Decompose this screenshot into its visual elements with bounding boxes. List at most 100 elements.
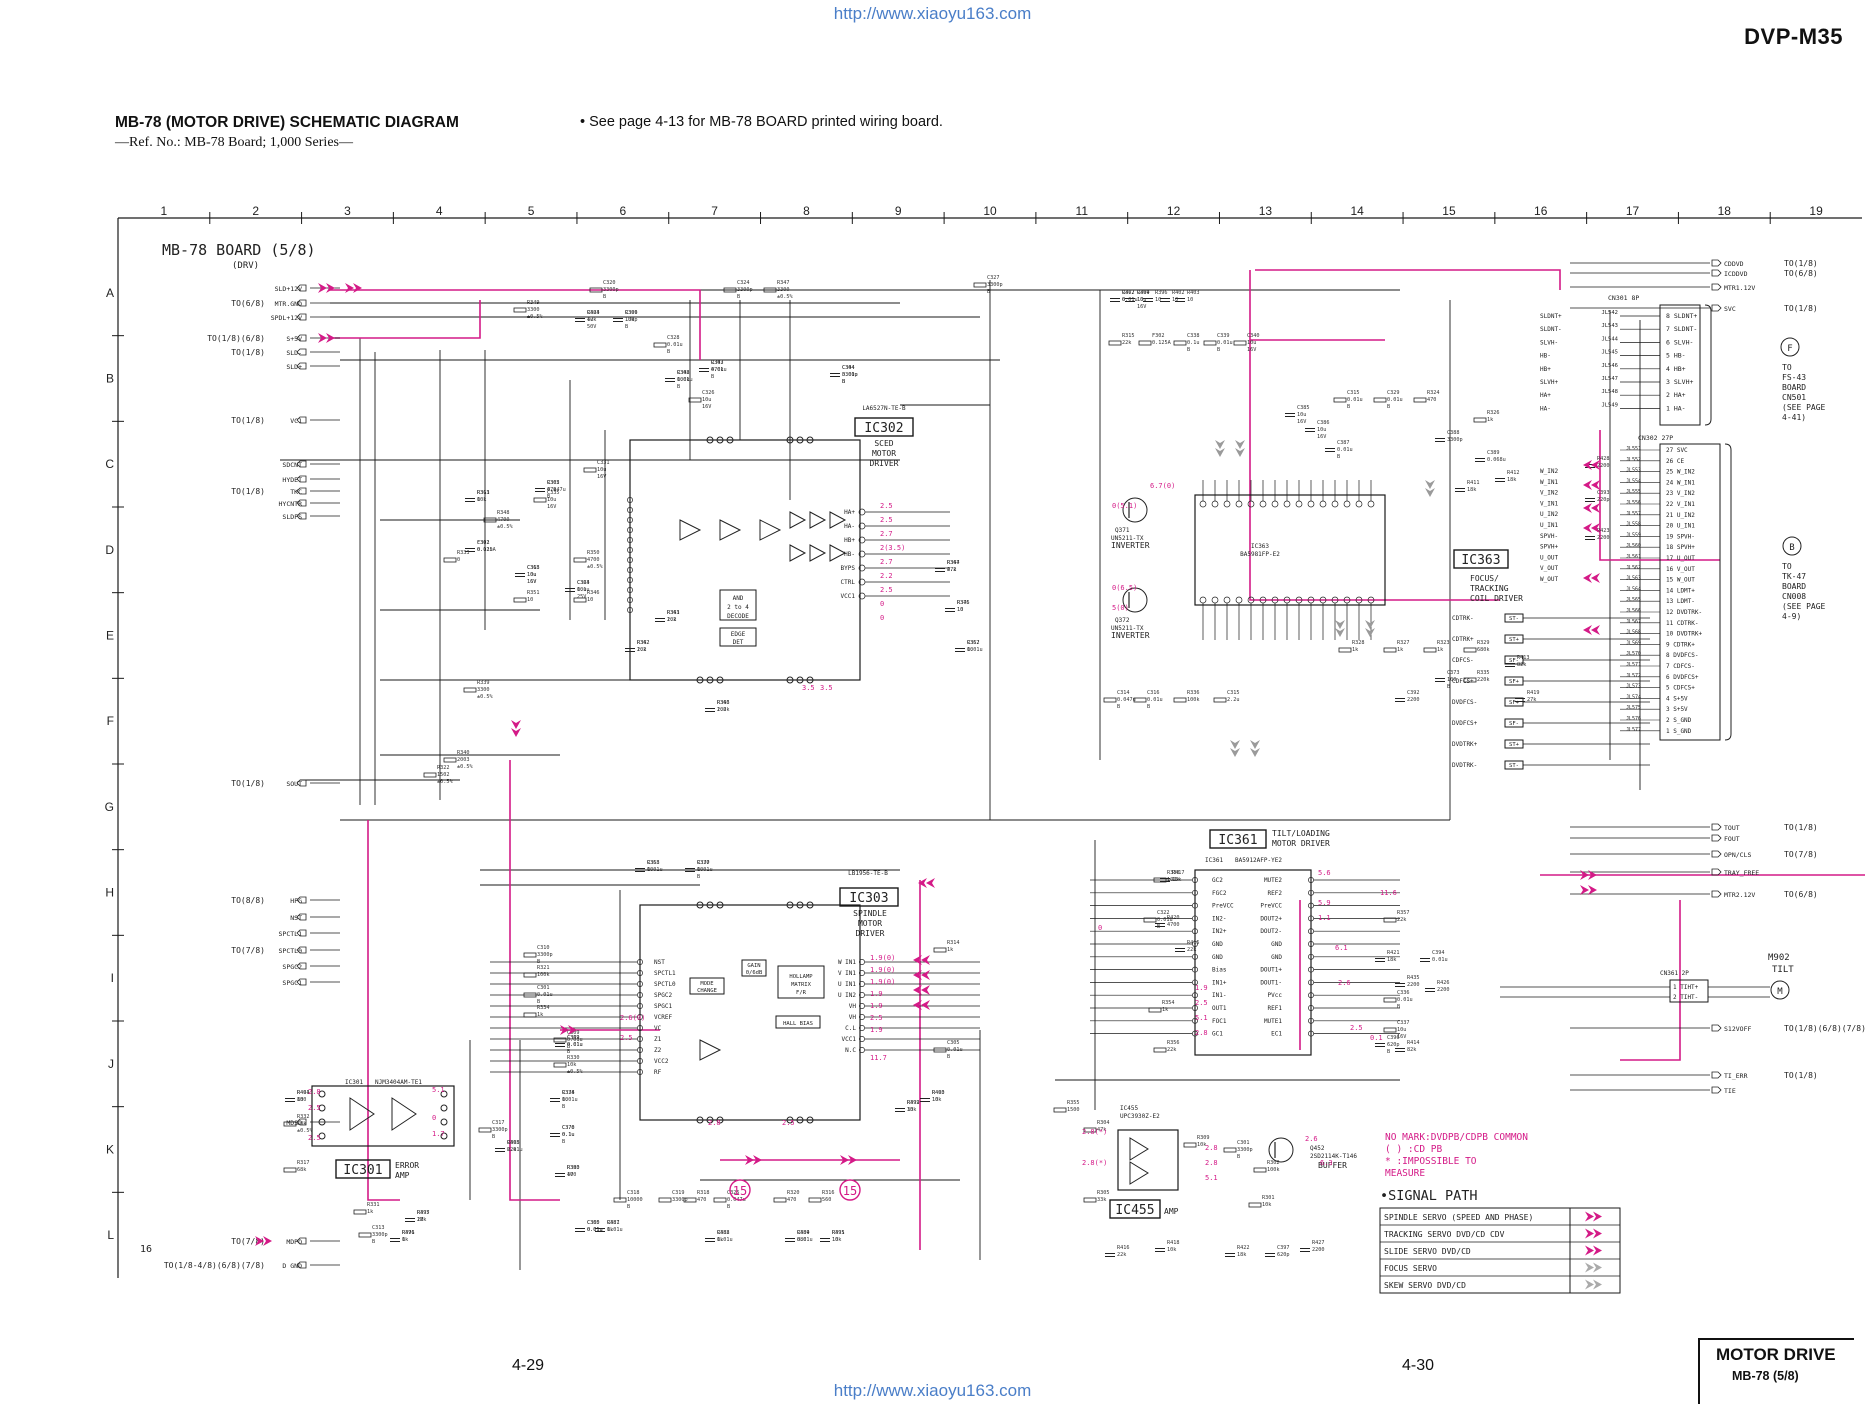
component-value: R346 — [957, 600, 970, 606]
right-port-connector — [1711, 868, 1722, 876]
cn301-destination: TO — [1782, 363, 1792, 372]
component-value: 10u — [1137, 297, 1146, 303]
component-value: 0.01u — [1347, 397, 1363, 403]
cn302-jumper: JL565 — [1626, 597, 1641, 603]
ic302-pin-label: CTRL — [841, 579, 856, 586]
component-value: R420 — [1167, 915, 1180, 921]
ic361-pin-label: IN1+ — [1212, 979, 1227, 986]
component-value: 0.01u — [797, 1237, 813, 1243]
ic303-pin — [696, 901, 704, 909]
left-port-connector — [296, 334, 307, 342]
ic363-pin — [1271, 500, 1279, 508]
legend-row-label: SLIDE SERVO DVD/CD — [1384, 1247, 1471, 1256]
cn301-jumper: JL546 — [1601, 363, 1618, 369]
component-value: 3300 — [527, 307, 540, 313]
grid-column-label: 6 — [619, 204, 626, 218]
cn301-pin: 4 HB+ — [1666, 365, 1686, 373]
voltage-reading: 6.7(0) — [1150, 482, 1175, 490]
component-value: B — [1387, 404, 1390, 410]
q371-desc: INVERTER — [1111, 541, 1150, 550]
grid-column-label: 4 — [436, 204, 443, 218]
component-value: C303 — [587, 310, 600, 316]
cn301-jumper: JL547 — [1601, 376, 1618, 382]
ic302-block-label: AND — [733, 595, 744, 602]
component-value: R352 — [967, 640, 980, 646]
left-port-label: MTR.GND — [275, 300, 302, 308]
cn302-jumper: JL577 — [1626, 727, 1641, 733]
left-port-connector — [296, 1118, 307, 1126]
component-value: C336 — [1397, 990, 1410, 996]
cn302-jumper: JL562 — [1626, 565, 1641, 571]
right-port-connector — [1711, 834, 1722, 842]
ic363-pin — [1247, 500, 1255, 508]
ic363-label: IC363 — [1461, 553, 1500, 568]
ic361-pin-label: DOUT1- — [1260, 979, 1282, 986]
component-value: 22k — [1187, 947, 1197, 953]
voltage-reading: 2.6 — [1305, 1135, 1318, 1143]
component-value: 0.01u — [711, 367, 727, 373]
resistor — [1373, 397, 1387, 403]
signal-path-arrow — [921, 985, 930, 995]
right-port-connector — [1711, 304, 1722, 312]
voltage-reading: 5(0) — [1112, 604, 1129, 612]
source-url-top[interactable]: http://www.xiaoyu163.com — [833, 4, 1032, 23]
signal-path-line — [330, 300, 481, 339]
right-port-label: MTR1.12V — [1724, 284, 1755, 292]
left-port-connector — [296, 362, 307, 370]
component-value: C469 — [1137, 290, 1150, 296]
cn301-jumper: JL545 — [1601, 350, 1618, 356]
voltage-reading: 2.8(*) — [1082, 1128, 1107, 1136]
component-value: 2003 — [457, 757, 470, 763]
component-value: C394 — [1432, 950, 1445, 956]
component-value: R329 — [1477, 640, 1490, 646]
cn302-jumper: JL568 — [1626, 630, 1641, 636]
component-value: C335 — [547, 490, 560, 496]
reference-circle-number: 15 — [733, 1184, 747, 1198]
component-value: 100k — [677, 377, 690, 383]
component-value: 880 — [297, 1097, 306, 1103]
ic303-pin — [859, 1036, 865, 1042]
ic302-pin — [627, 507, 633, 513]
cn302-jumper: JL566 — [1626, 608, 1641, 614]
cn302-pin: 22 V_IN1 — [1666, 501, 1695, 508]
component-value: C319 — [672, 1190, 685, 1196]
component-value: 10u — [527, 572, 536, 578]
component-value: R492 — [907, 1100, 920, 1106]
cn301-jumper: JL543 — [1601, 323, 1618, 329]
component-value: 10u — [527, 572, 536, 578]
component-value: C368 — [647, 860, 660, 866]
ic301-pin — [318, 1090, 326, 1098]
component-value: 0 — [402, 1237, 405, 1243]
component-value: B — [987, 289, 990, 295]
component-value: 22k — [1117, 1252, 1127, 1258]
component-value: R403 — [1187, 290, 1200, 296]
ic301-opamp — [391, 1097, 417, 1131]
ic361-pin-label: PreVCC — [1212, 903, 1234, 910]
cn302-net: U_OUT — [1540, 554, 1558, 561]
component-value: B — [1397, 1004, 1400, 1010]
component-value: R342 — [637, 640, 650, 646]
ic303-pin-label: VC — [654, 1025, 662, 1032]
signal-path-arrow — [1583, 625, 1592, 635]
component-value: 33k — [1097, 1197, 1107, 1203]
component-value: 100k — [537, 972, 550, 978]
component-value: 16V — [1137, 304, 1146, 310]
component-value: 0.01u — [477, 547, 493, 553]
component-value: 16V — [1247, 347, 1256, 353]
source-url-bottom[interactable]: http://www.xiaoyu163.com — [833, 1381, 1032, 1400]
component-value: B — [677, 384, 680, 390]
component-value: C325 — [727, 1190, 740, 1196]
component-value: B — [1347, 404, 1350, 410]
ic301-pin — [318, 1132, 326, 1140]
cn302-jumper: JL552 — [1626, 457, 1641, 463]
component-value: B — [1337, 454, 1340, 460]
signal-path-arrow — [1591, 480, 1600, 490]
ic361-pin-label: MUTE1 — [1264, 1018, 1282, 1025]
resistor — [553, 1037, 567, 1043]
grid-column-label: 15 — [1442, 204, 1456, 218]
component-value: 0.01u — [677, 377, 693, 383]
component-value: C369 — [567, 1035, 580, 1041]
ic302-desc: DRIVER — [870, 459, 899, 468]
ic303-pin-label: VCC2 — [654, 1058, 669, 1065]
ic301-part: NJM3404AM-TE1 — [375, 1079, 422, 1086]
